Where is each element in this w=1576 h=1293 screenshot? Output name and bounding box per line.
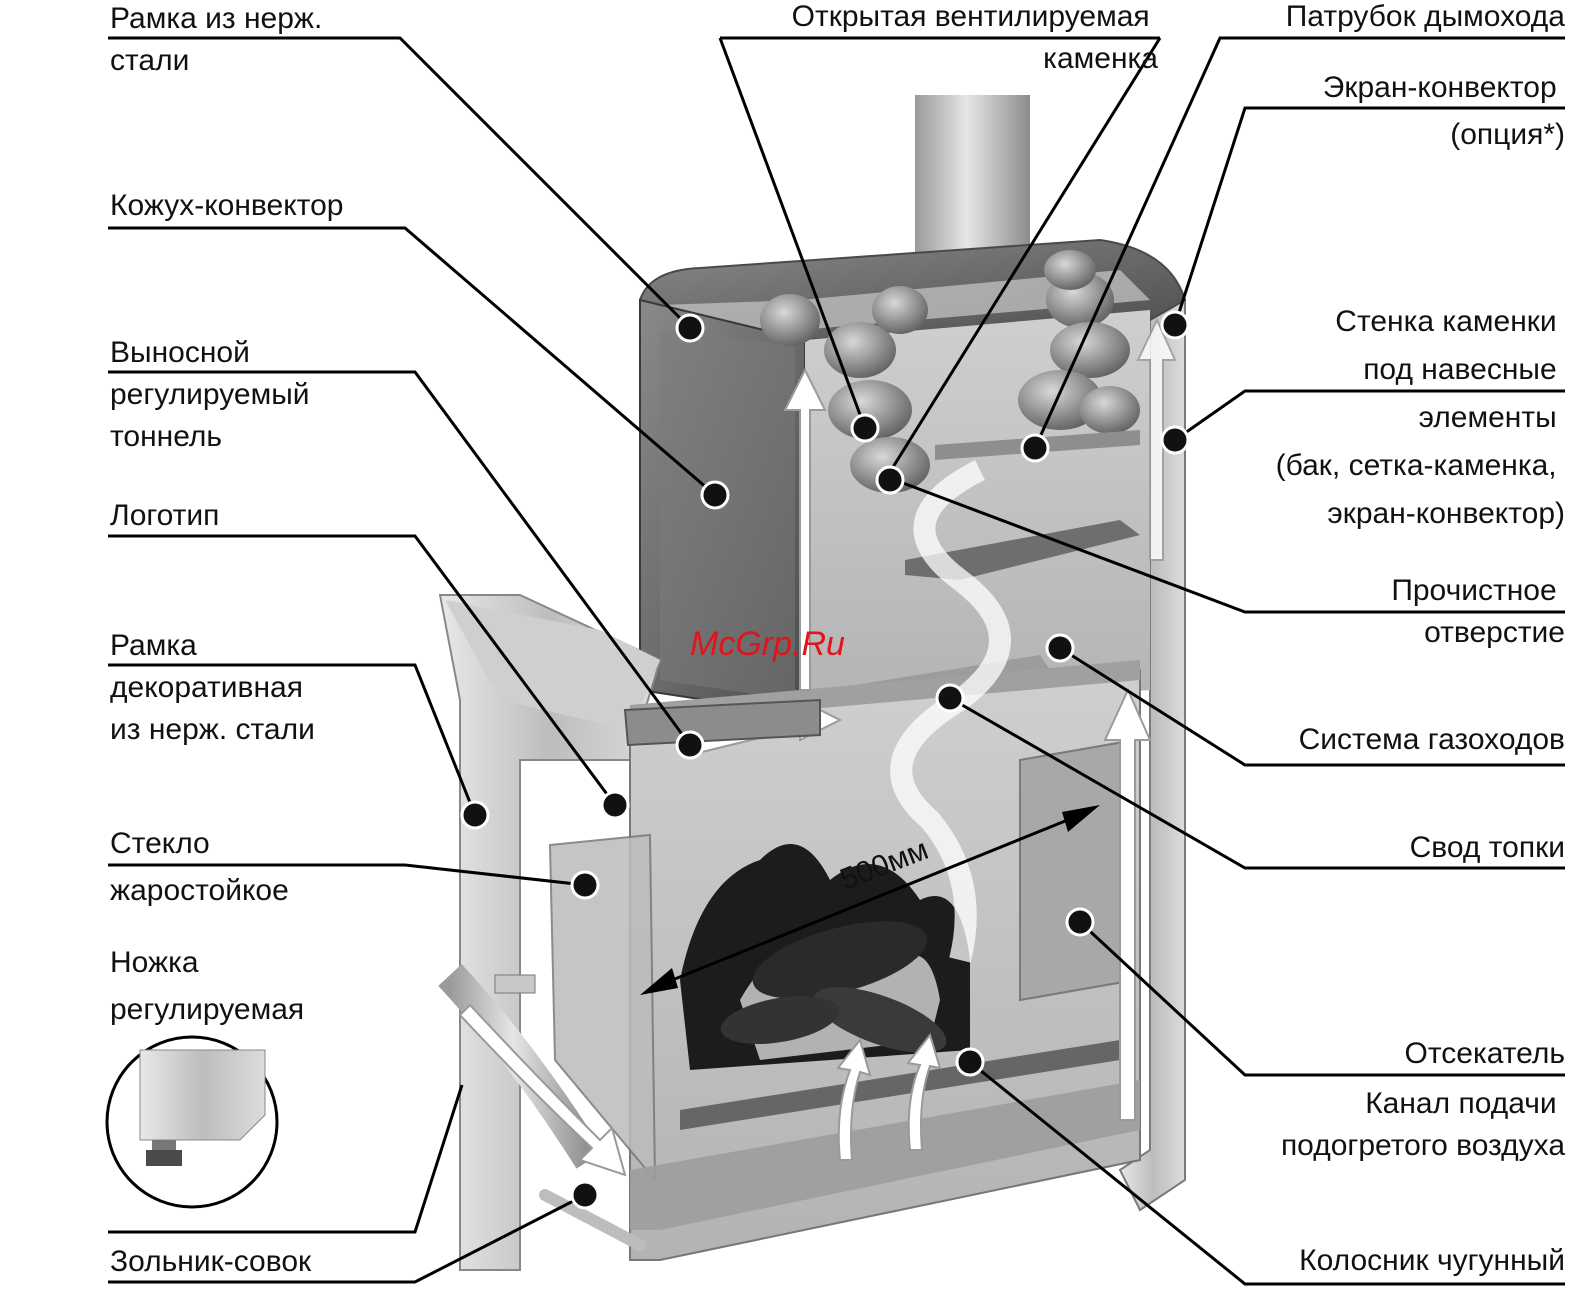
label-heater: Открытая вентилируемая каменка [792, 0, 1159, 75]
label-air-channel: Канал подачи подогретого воздуха [1281, 1087, 1565, 1162]
label-cleaning-hole: Прочистное отверстие [1391, 574, 1565, 649]
air-channel [630, 1080, 1140, 1230]
label-vault: Свод топки [1410, 831, 1565, 864]
leader-lines [108, 36, 1565, 1286]
tunnel-ledge [623, 698, 821, 747]
label-tunnel: Выносной регулируемый тоннель [110, 336, 318, 453]
label-gas-ducts: Система газоходов [1299, 723, 1565, 756]
ash-pan-handle [539, 1189, 646, 1251]
watermark: McGrp.Ru [690, 625, 845, 663]
label-screen: Экран-конвектор (опция*) [1323, 71, 1565, 151]
label-decor-frame: Рамка декоративная из нерж. стали [110, 629, 315, 746]
callout-dots [460, 310, 1190, 1210]
label-cutter: Отсекатель [1405, 1037, 1565, 1070]
gas-duct-shelf-2 [905, 520, 1140, 580]
label-logo: Логотип [110, 499, 219, 532]
decor-frame [438, 594, 662, 1271]
stove-illustration [105, 95, 1187, 1271]
label-frame-stainless: Рамка из нерж. стали [110, 2, 331, 77]
label-convector-casing: Кожух-конвектор [110, 189, 343, 222]
labels-left: Рамка из нерж. стали Кожух-конвектор Вын… [110, 2, 343, 1278]
labels-top: Открытая вентилируемая каменка Патрубок … [792, 0, 1566, 75]
grate [680, 1040, 1120, 1130]
fire [680, 844, 970, 1070]
label-ash-pan: Зольник-совок [110, 1245, 312, 1278]
label-heater-wall: Стенка каменки под навесные элементы (ба… [1276, 305, 1565, 530]
leg-inset [105, 1035, 279, 1209]
labels-right: Экран-конвектор (опция*) Стенка каменки … [1276, 71, 1566, 1277]
cutter [1019, 738, 1136, 1002]
label-grate: Колосник чугунный [1299, 1244, 1565, 1277]
tunnel-handle [494, 974, 536, 994]
label-leg: Ножка регулируемая [110, 946, 304, 1026]
label-glass: Стекло жаростойкое [110, 827, 289, 907]
label-flue-pipe: Патрубок дымохода [1286, 0, 1566, 33]
